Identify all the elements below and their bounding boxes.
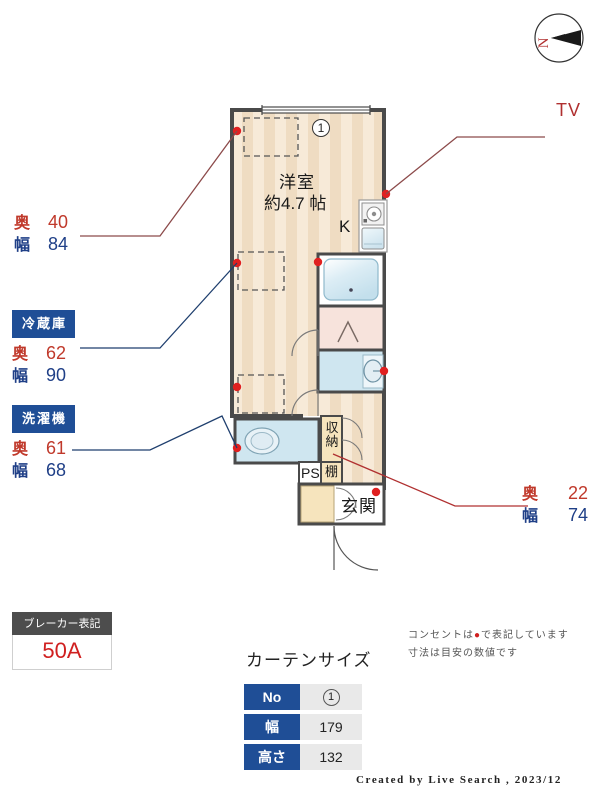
fridge-width-value: 90 — [46, 365, 67, 385]
window-number-marker: 1 — [312, 119, 330, 137]
curtain-row-key: No — [244, 684, 300, 710]
washer-width-value: 68 — [46, 460, 67, 480]
fridge-tag: 冷蔵庫 — [12, 310, 76, 338]
legend-note-line1: コンセントは●で表記しています — [408, 627, 569, 645]
curtain-row-value: 179 — [300, 714, 362, 740]
washer-tag: 洗濯機 — [12, 405, 76, 433]
storage-ps-shelf — [298, 415, 363, 485]
credit-text: Created by Live Search , 2023/12 — [356, 774, 563, 786]
entrance-label: 玄関 — [341, 497, 377, 516]
outlet-dot-icon: ● — [474, 630, 482, 641]
width-value: 84 — [48, 234, 69, 254]
tv-outlet-label: TV — [556, 100, 582, 120]
interior-doors — [291, 329, 319, 417]
table-row: 幅 179 — [244, 714, 362, 740]
window-top — [261, 105, 371, 115]
washer-vanity-unit — [233, 417, 321, 465]
dimension-block-washer: 洗濯機 奥 61 幅 68 — [12, 405, 76, 482]
compass-north-label: N — [536, 37, 552, 48]
entry-depth-value: 22 — [567, 483, 588, 503]
room-size-main: 約4.7 帖 — [264, 194, 327, 213]
fridge-width-row: 幅 90 — [12, 365, 75, 387]
entry-width-row: 幅 74 — [520, 505, 588, 527]
dimension-depth-row: 奥 40 — [14, 212, 68, 234]
entry-width-value: 74 — [567, 505, 588, 525]
curtain-row-key: 高さ — [244, 744, 300, 770]
entry-depth-row: 奥 22 — [520, 483, 588, 505]
curtain-row-value: 132 — [300, 744, 362, 770]
bath-unit — [316, 252, 386, 394]
fridge-depth-key: 奥 — [12, 346, 29, 363]
compass-icon: N — [534, 13, 584, 63]
dimension-block-bottom-right: 奥 22 幅 74 — [520, 483, 588, 527]
washer-depth-value: 61 — [46, 438, 67, 458]
width-key: 幅 — [14, 237, 31, 254]
washer-width-key: 幅 — [12, 463, 29, 480]
appliance-footprints — [237, 117, 299, 414]
depth-key: 奥 — [14, 215, 31, 232]
dimension-block-fridge: 冷蔵庫 奥 62 幅 90 — [12, 310, 76, 387]
shelf-label: 棚 — [325, 464, 339, 479]
washer-width-row: 幅 68 — [12, 460, 75, 482]
legend-note-line2: 寸法は目安の数値です — [408, 648, 518, 659]
breaker-box: ブレーカー表記 50A — [12, 612, 112, 670]
legend-note-suffix: で表記しています — [481, 630, 569, 641]
curtain-row-key: 幅 — [244, 714, 300, 740]
curtain-size-table: No 1 幅 179 高さ 132 — [244, 680, 362, 774]
kitchen-unit — [358, 199, 388, 253]
washer-depth-key: 奥 — [12, 441, 29, 458]
breaker-value: 50A — [12, 635, 112, 670]
fridge-depth-row: 奥 62 — [12, 343, 75, 365]
curtain-number-marker: 1 — [322, 688, 340, 706]
fridge-depth-value: 62 — [46, 343, 67, 363]
table-row: No 1 — [244, 684, 362, 710]
legend-notes: コンセントは●で表記しています 寸法は目安の数値です — [408, 627, 569, 663]
curtain-size-title: カーテンサイズ — [246, 651, 372, 670]
ps-label: PS — [301, 465, 320, 481]
entry-width-key: 幅 — [522, 508, 539, 525]
legend-note-prefix: コンセントは — [408, 630, 474, 641]
dimension-width-row: 幅 84 — [14, 234, 68, 256]
leader-lines — [72, 130, 545, 507]
depth-value: 40 — [48, 212, 69, 232]
dimension-block-top-left: 奥 40 幅 84 — [14, 212, 68, 256]
kitchen-label: K — [339, 217, 351, 236]
storage-label: 収納 — [325, 420, 339, 449]
entry-depth-key: 奥 — [522, 486, 539, 503]
room-label-main: 洋室 — [279, 173, 315, 192]
curtain-row-value: 1 — [300, 684, 362, 710]
washer-depth-row: 奥 61 — [12, 438, 75, 460]
fridge-width-key: 幅 — [12, 368, 29, 385]
breaker-title: ブレーカー表記 — [12, 612, 112, 635]
entrance-area — [297, 482, 386, 571]
table-row: 高さ 132 — [244, 744, 362, 770]
